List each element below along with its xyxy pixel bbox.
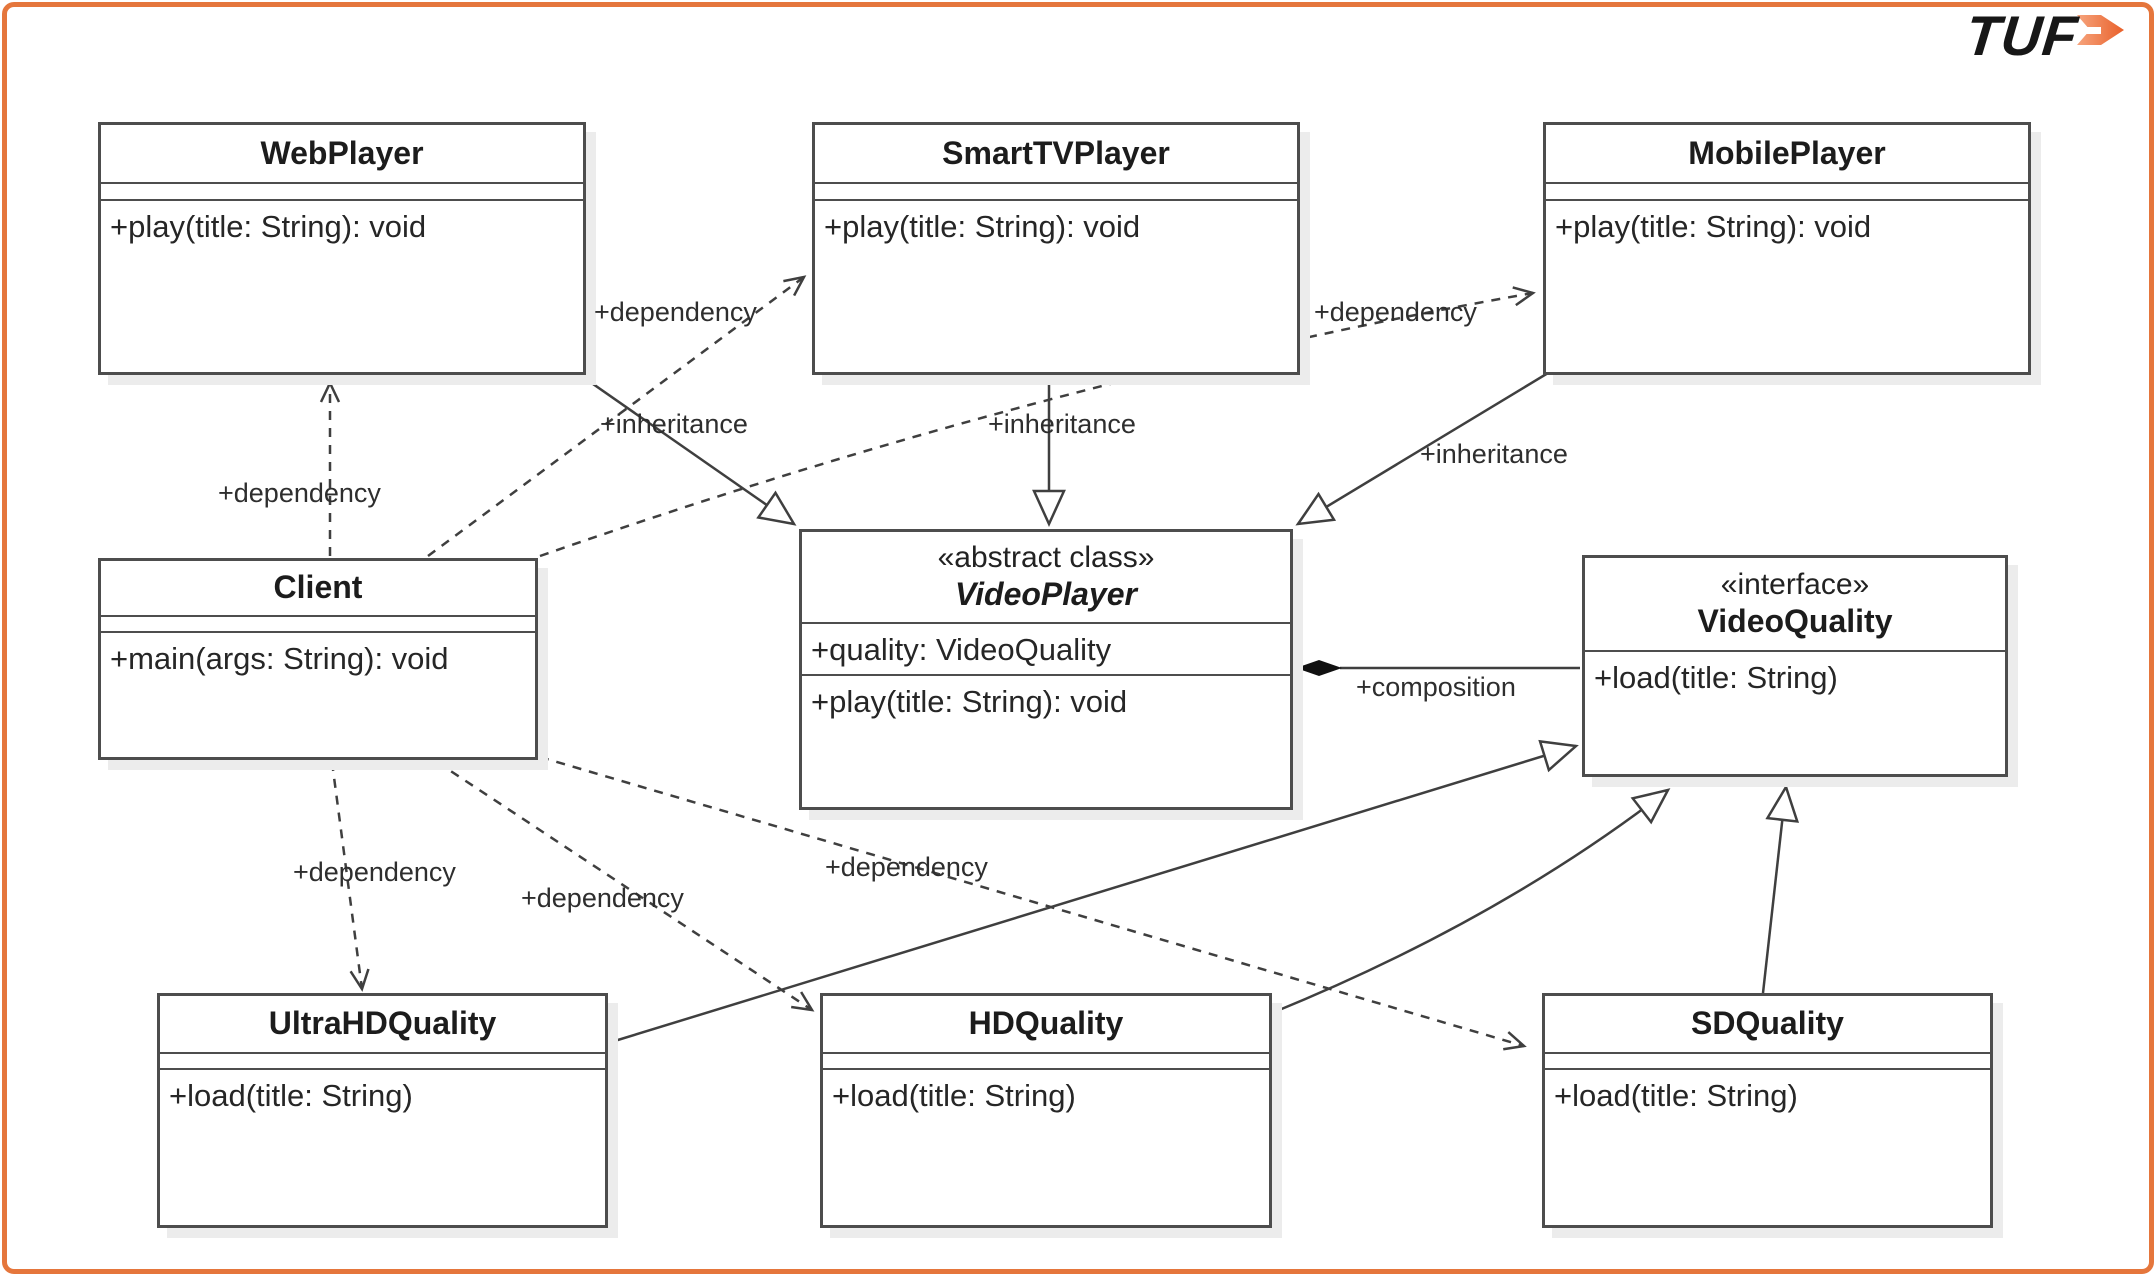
class-attributes-empty — [101, 617, 535, 633]
class-attributes-empty — [815, 184, 1297, 201]
edge-sdquality-videoquality-realization — [1761, 783, 1800, 994]
edge-webplayer-videoplayer-inheritance — [582, 375, 797, 526]
class-title: «abstract class» VideoPlayer — [802, 532, 1290, 624]
class-hdquality: HDQuality +load(title: String) — [820, 993, 1272, 1228]
class-videoplayer: «abstract class» VideoPlayer +quality: V… — [799, 529, 1293, 810]
class-name: VideoPlayer — [954, 575, 1137, 612]
method: +load(title: String) — [1554, 1078, 1798, 1113]
method: +load(title: String) — [1594, 660, 1838, 695]
class-ultrahdquality: UltraHDQuality +load(title: String) — [157, 993, 608, 1228]
class-title: WebPlayer — [101, 125, 583, 184]
class-methods: +play(title: String): void — [1546, 201, 2028, 372]
method: +play(title: String): void — [110, 209, 427, 244]
edge-label-dependency: +dependency — [594, 297, 757, 327]
method: +play(title: String): void — [824, 209, 1141, 244]
class-methods: +load(title: String) — [1545, 1070, 1990, 1225]
class-attributes-empty — [823, 1054, 1269, 1070]
method: +load(title: String) — [832, 1078, 1076, 1113]
edge-client-sdquality-dependency — [539, 755, 1527, 1051]
class-smarttvplayer: SmartTVPlayer +play(title: String): void — [812, 122, 1300, 375]
class-name: VideoQuality — [1697, 602, 1893, 639]
edge-label-composition: +composition — [1356, 672, 1516, 702]
class-methods: +load(title: String) — [823, 1070, 1269, 1225]
class-title: SmartTVPlayer — [815, 125, 1297, 184]
edge-label-inheritance: +inheritance — [600, 409, 748, 439]
class-methods: +load(title: String) — [160, 1070, 605, 1225]
class-title: MobilePlayer — [1546, 125, 2028, 184]
class-methods: +play(title: String): void — [802, 676, 1290, 807]
edge-label-dependency: +dependency — [218, 478, 381, 508]
attribute: +quality: VideoQuality — [811, 632, 1112, 667]
method: +main(args: String): void — [110, 641, 449, 676]
edge-hdquality-videoquality-realization — [1271, 788, 1671, 1015]
class-methods: +load(title: String) — [1585, 652, 2005, 774]
edge-mobileplayer-videoplayer-inheritance — [1295, 368, 1554, 526]
class-attributes-empty — [160, 1054, 605, 1070]
class-attributes-empty — [101, 184, 583, 201]
composition-diamond-icon — [1296, 660, 1342, 676]
class-title: HDQuality — [823, 996, 1269, 1054]
edge-label-dependency: +dependency — [293, 857, 456, 887]
method: +play(title: String): void — [1555, 209, 1872, 244]
tuf-logo-text: TUF — [1962, 4, 2082, 67]
edge-ultrahdquality-videoquality-realization — [607, 739, 1579, 1045]
class-title: SDQuality — [1545, 996, 1990, 1054]
method: +load(title: String) — [169, 1078, 413, 1113]
edge-label-dependency: +dependency — [1314, 297, 1477, 327]
edge-label-inheritance: +inheritance — [988, 409, 1136, 439]
edge-label-dependency: +dependency — [825, 852, 988, 882]
class-attributes-empty — [1546, 184, 2028, 201]
class-methods: +play(title: String): void — [101, 201, 583, 372]
class-webplayer: WebPlayer +play(title: String): void — [98, 122, 586, 375]
class-title: «interface» VideoQuality — [1585, 558, 2005, 652]
orange-chevron-right-icon — [2076, 15, 2124, 45]
edge-label-dependency: +dependency — [521, 883, 684, 913]
class-stereotype: «interface» — [1720, 568, 1870, 602]
class-methods: +play(title: String): void — [815, 201, 1297, 372]
class-title: UltraHDQuality — [160, 996, 605, 1054]
class-videoquality: «interface» VideoQuality +load(title: St… — [1582, 555, 2008, 777]
class-mobileplayer: MobilePlayer +play(title: String): void — [1543, 122, 2031, 375]
edge-client-mobileplayer-dependency — [539, 286, 1536, 558]
class-methods: +main(args: String): void — [101, 633, 535, 757]
tuf-logo: TUF — [1962, 4, 2126, 67]
edge-client-hdquality-dependency — [436, 760, 815, 1012]
class-attributes-empty — [1545, 1054, 1990, 1070]
class-title: Client — [101, 561, 535, 617]
class-sdquality: SDQuality +load(title: String) — [1542, 993, 1993, 1228]
class-stereotype: «abstract class» — [937, 541, 1155, 575]
class-client: Client +main(args: String): void — [98, 558, 538, 760]
edge-client-ultrahdquality-dependency — [330, 761, 370, 992]
method: +play(title: String): void — [811, 684, 1128, 719]
class-attributes: +quality: VideoQuality — [802, 624, 1290, 676]
edge-label-inheritance: +inheritance — [1420, 439, 1568, 469]
